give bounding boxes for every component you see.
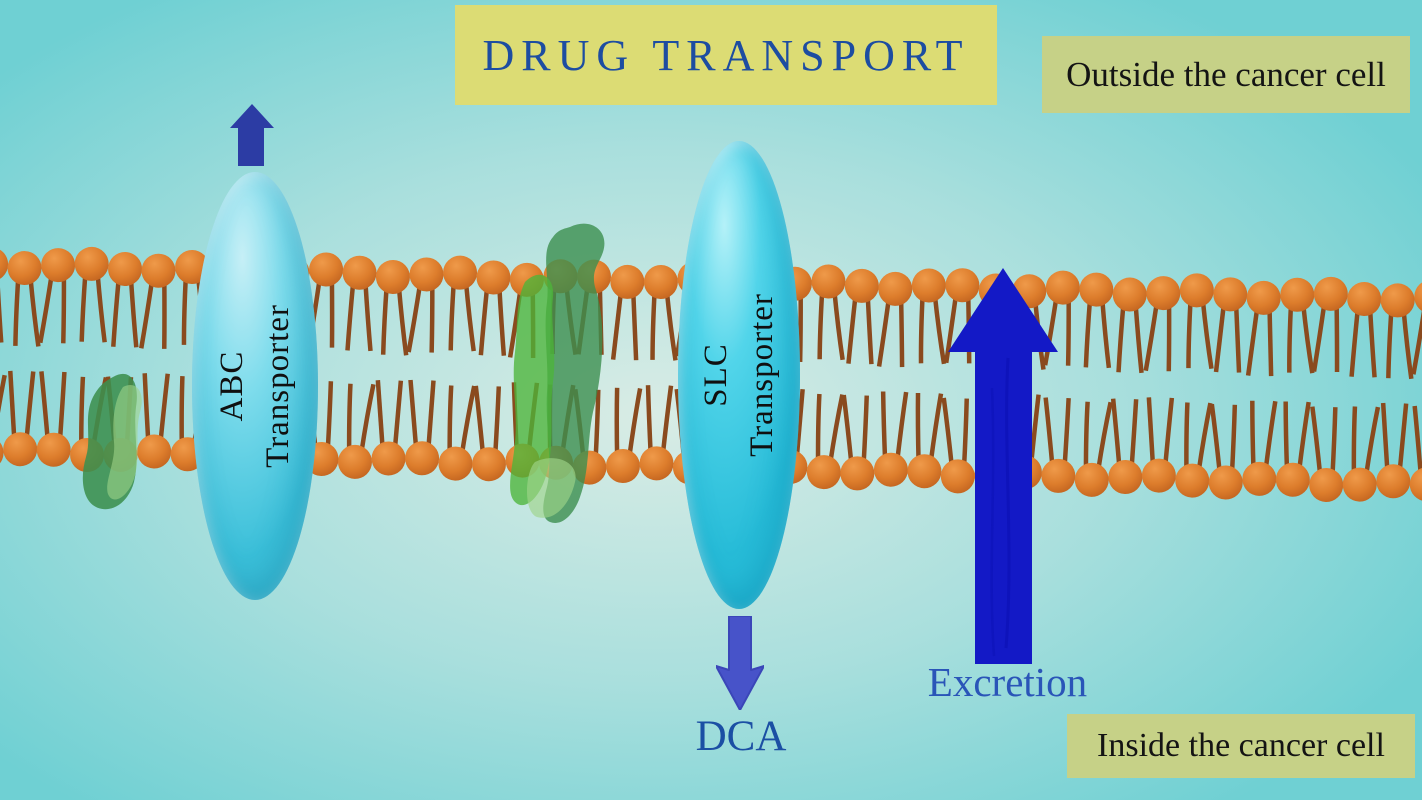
efflux-up-arrow-icon (230, 104, 274, 166)
diagram-title: DRUG TRANSPORT (482, 30, 970, 80)
title-banner: DRUG TRANSPORT (455, 5, 997, 105)
inside-cell-label: Inside the cancer cell (1097, 727, 1385, 764)
protein-blob-highlight (107, 384, 142, 500)
slc-transporter-line2: Transporter (744, 293, 780, 457)
abc-transporter-line1: ABC (214, 350, 250, 422)
slc-transporter: SLC Transporter (678, 141, 800, 609)
dca-down-arrow-icon (716, 616, 764, 710)
membrane-protein-left (82, 373, 142, 510)
abc-transporter-label: ABC Transporter (209, 166, 301, 606)
protein-blob-bright (510, 274, 555, 506)
dca-label: DCA (695, 713, 787, 760)
slc-transporter-line1: SLC (698, 343, 734, 407)
protein-blob-dark (82, 373, 137, 510)
protein-blob-highlight (527, 458, 576, 518)
excretion-up-arrow-icon (948, 268, 1058, 664)
outside-cell-banner: Outside the cancer cell (1042, 36, 1410, 113)
membrane-protein-center (510, 223, 605, 523)
inside-cell-banner: Inside the cancer cell (1067, 714, 1415, 778)
abc-transporter-line2: Transporter (260, 304, 296, 468)
slc-transporter-label: SLC Transporter (693, 155, 785, 595)
excretion-label: Excretion (927, 659, 1088, 705)
protein-blob-dark (543, 223, 605, 523)
abc-transporter: ABC Transporter (192, 172, 318, 600)
outside-cell-label: Outside the cancer cell (1066, 54, 1386, 94)
